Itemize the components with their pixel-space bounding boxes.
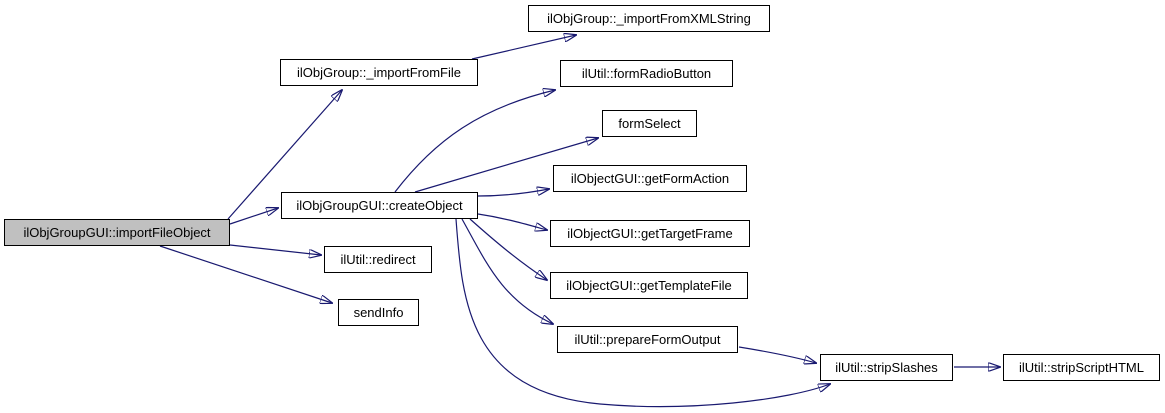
node-ilutil-redirect[interactable]: ilUtil::redirect xyxy=(324,246,432,273)
node-ilobjectgui-gettargetframe[interactable]: ilObjectGUI::getTargetFrame xyxy=(550,220,750,247)
node-ilobjgroupgui-createobject[interactable]: ilObjGroupGUI::createObject xyxy=(281,192,478,219)
node-ilobjectgui-getformaction[interactable]: ilObjectGUI::getFormAction xyxy=(553,165,747,192)
edge-importFileObject-to-redirect xyxy=(229,244,321,255)
node-ilobjgroup-importfromxmlstring[interactable]: ilObjGroup::_importFromXMLString xyxy=(528,5,770,32)
edge-createObject-to-getFormAction xyxy=(477,189,549,197)
edge-importFileObject-to-sendInfo xyxy=(159,245,332,303)
node-ilutil-stripslashes[interactable]: ilUtil::stripSlashes xyxy=(820,354,953,381)
node-ilutil-stripscripthtml[interactable]: ilUtil::stripScriptHTML xyxy=(1003,354,1160,381)
edge-createObject-to-getTargetFrame xyxy=(477,213,547,230)
node-ilobjectgui-gettemplatefile[interactable]: ilObjectGUI::getTemplateFile xyxy=(550,272,748,299)
node-ilutil-prepareformoutput[interactable]: ilUtil::prepareFormOutput xyxy=(557,326,738,353)
node-ilobjgroupgui-importfileobject: ilObjGroupGUI::importFileObject xyxy=(4,219,230,246)
edge-createObject-to-stripSlashes xyxy=(455,218,830,408)
node-ilobjgroup-importfromfile[interactable]: ilObjGroup::_importFromFile xyxy=(280,59,478,86)
edge-createObject-to-formRadioButton xyxy=(394,90,555,193)
edge-prepareFormOutput-to-stripSlashes xyxy=(738,346,816,363)
node-sendinfo[interactable]: sendInfo xyxy=(338,299,419,326)
edge-createObject-to-prepareFormOutput xyxy=(461,218,553,324)
node-formselect[interactable]: formSelect xyxy=(602,110,697,137)
edge-importFileObject-to-createObject xyxy=(229,208,278,225)
edge-importFromFile-to-importFromXMLString xyxy=(471,35,576,60)
edge-createObject-to-formSelect xyxy=(414,138,598,193)
edge-createObject-to-getTemplateFile xyxy=(469,218,547,280)
node-ilutil-formradiobutton[interactable]: ilUtil::formRadioButton xyxy=(560,60,733,87)
edge-importFileObject-to-importFromFile xyxy=(227,90,342,220)
